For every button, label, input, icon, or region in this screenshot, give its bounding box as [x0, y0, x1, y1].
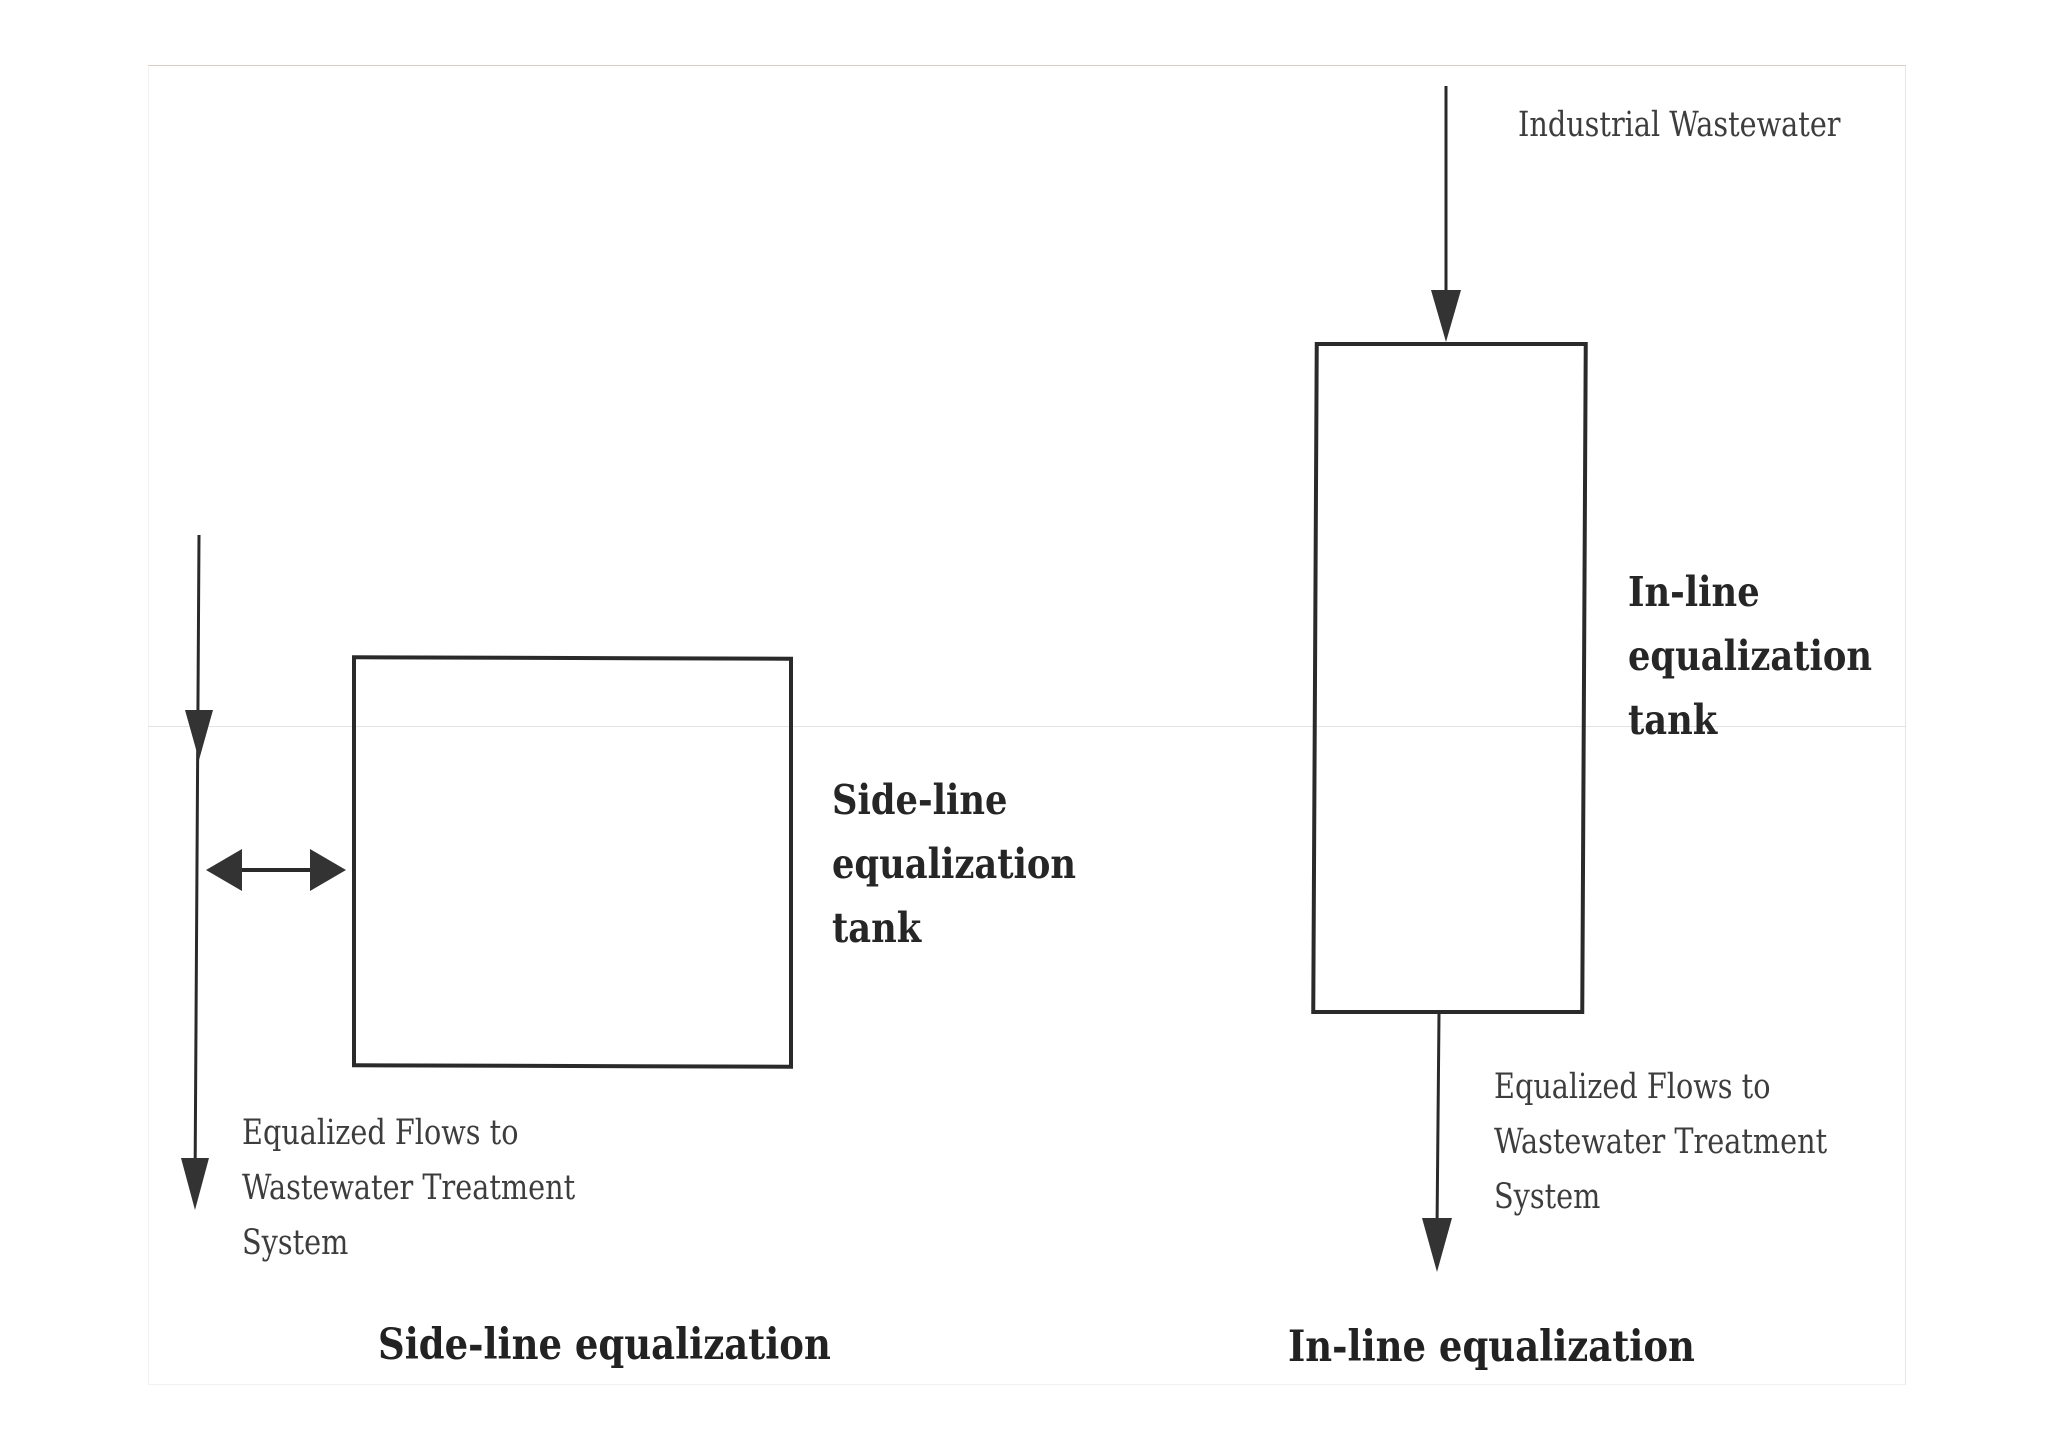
sideline-exchange-left-arrowhead [206, 849, 242, 891]
inline-outflow-label: Equalized Flows to Wastewater Treatment … [1494, 1060, 1827, 1225]
sideline-main-flow-line [193, 534, 201, 1191]
diagram-frame [148, 65, 1906, 1385]
inflow-label: Industrial Wastewater Flows [1518, 98, 1846, 153]
inline-equalization-tank [1311, 342, 1588, 1014]
sideline-tank-label-line-3: tank [832, 904, 922, 952]
inline-tank-label-line-2: equalization [1628, 632, 1873, 680]
inline-outflow-line [1435, 1013, 1441, 1231]
sideline-caption-text: Side-line equalization [378, 1320, 831, 1370]
inline-outflow-label-line-2: Wastewater Treatment [1494, 1122, 1828, 1162]
sideline-tank-label: Side-line equalization tank [832, 768, 1076, 960]
sideline-outflow-label-line-2: Wastewater Treatment [242, 1168, 576, 1208]
sideline-tank-label-line-2: equalization [832, 840, 1077, 888]
inline-tank-label-line-1: In-line [1628, 568, 1760, 616]
sideline-lower-arrowhead [181, 1158, 209, 1210]
inline-tank-label-line-3: tank [1628, 696, 1718, 744]
sideline-upper-arrowhead [185, 710, 213, 760]
sideline-outflow-label: Equalized Flows to Wastewater Treatment … [242, 1106, 575, 1271]
inline-caption-text: In-line equalization [1288, 1322, 1695, 1372]
inflow-label-text: Industrial Wastewater Flows [1518, 105, 1846, 145]
center-divider-line [148, 726, 1906, 727]
sideline-outflow-label-line-3: System [242, 1223, 349, 1263]
inline-outflow-label-line-3: System [1494, 1177, 1601, 1217]
sideline-caption: Side-line equalization [378, 1320, 831, 1370]
sideline-equalization-tank [352, 655, 793, 1069]
inline-caption: In-line equalization [1288, 1322, 1695, 1372]
inline-tank-label: In-line equalization tank [1628, 560, 1872, 752]
inline-inflow-arrowhead [1431, 290, 1461, 342]
sideline-exchange-right-arrowhead [310, 849, 346, 891]
sideline-tank-label-line-1: Side-line [832, 776, 1008, 824]
inline-outflow-arrowhead [1422, 1218, 1452, 1272]
inline-outflow-label-line-1: Equalized Flows to [1494, 1067, 1771, 1107]
sideline-outflow-label-line-1: Equalized Flows to [242, 1113, 519, 1153]
